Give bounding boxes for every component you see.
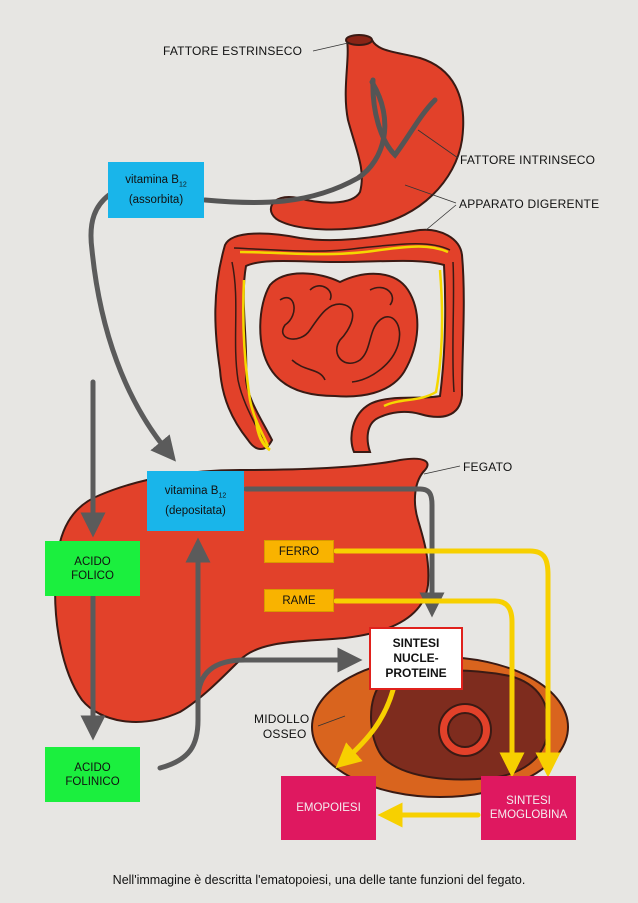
emoglobina-line2: EMOGLOBINA: [489, 809, 568, 821]
arrow-ferro-to-emoglobina: [333, 548, 561, 778]
arrow-intestine-to-b12: [202, 79, 388, 206]
leader-lines: [312, 42, 461, 727]
box-vitamina-b12-assorbita: vitamina B12 (assorbita): [108, 162, 204, 218]
arrow-folinico-to-nucleoproteine: [195, 647, 363, 703]
arrow-b12-absorbed-to-stored: [88, 192, 176, 462]
vit-b12-stored-line1: vitamina B: [164, 485, 219, 498]
vit-b12-absorbed-sub: 12: [178, 181, 187, 189]
label-fattore-estrinseco: FATTORE ESTRINSECO: [163, 44, 303, 58]
nucleoproteine-line3: PROTEINE: [385, 666, 447, 680]
label-midollo-osseo: MIDOLLO OSSEO: [254, 712, 309, 742]
label-fattore-intrinseco: FATTORE INTRINSECO: [460, 153, 596, 167]
arrow-folinico-to-b12-stored: [157, 537, 211, 771]
acido-folinico-line2: FOLINICO: [65, 775, 120, 788]
ferro-label: FERRO: [278, 545, 320, 558]
vit-b12-stored-sub: 12: [218, 492, 227, 500]
box-rame: RAME: [264, 589, 334, 612]
stomach: [270, 34, 465, 231]
box-vitamina-b12-depositata: vitamina B12 (depositata): [147, 471, 244, 531]
arrow-rame-to-emoglobina: [333, 598, 525, 778]
caption: Nell'immagine è descritta l'ematopoiesi,…: [112, 873, 526, 887]
bone-marrow: [311, 656, 569, 798]
vit-b12-absorbed-line2: (assorbita): [128, 193, 184, 206]
box-ferro: FERRO: [264, 540, 334, 563]
yellow-arrows: [333, 548, 561, 828]
rame-label: RAME: [282, 594, 316, 607]
acido-folico-line1: ACIDO: [74, 555, 111, 568]
label-apparato-digerente: APPARATO DIGERENTE: [459, 197, 600, 211]
label-fegato: FEGATO: [463, 460, 513, 474]
emoglobina-line1: SINTESI: [506, 795, 551, 807]
box-acido-folinico: ACIDO FOLINICO: [45, 747, 140, 802]
emopoiesi-label: EMOPOIESI: [296, 802, 361, 814]
box-acido-folico: ACIDO FOLICO: [45, 541, 140, 596]
box-sintesi-emoglobina: SINTESI EMOGLOBINA: [481, 776, 576, 840]
gray-arrows: [80, 79, 445, 771]
acido-folinico-line1: ACIDO: [74, 761, 111, 774]
vit-b12-absorbed-line1: vitamina B: [125, 174, 179, 187]
box-emopoiesi: EMOPOIESI: [281, 776, 376, 840]
intestines: [214, 228, 465, 453]
vit-b12-stored-line2: (depositata): [165, 504, 226, 517]
nucleoproteine-line2: NUCLE-: [393, 651, 439, 665]
arrow-nucleoproteine-to-emopoiesi: [335, 687, 396, 769]
label-midollo-line1: MIDOLLO: [254, 712, 310, 726]
nucleoproteine-line1: SINTESI: [392, 636, 440, 650]
label-midollo-line2: OSSEO: [262, 727, 307, 741]
arrow-b12-stored-to-nucleoproteine: [243, 486, 445, 618]
acido-folico-line2: FOLICO: [71, 569, 114, 582]
box-sintesi-nucleoproteine: SINTESI NUCLE- PROTEINE: [369, 627, 463, 690]
